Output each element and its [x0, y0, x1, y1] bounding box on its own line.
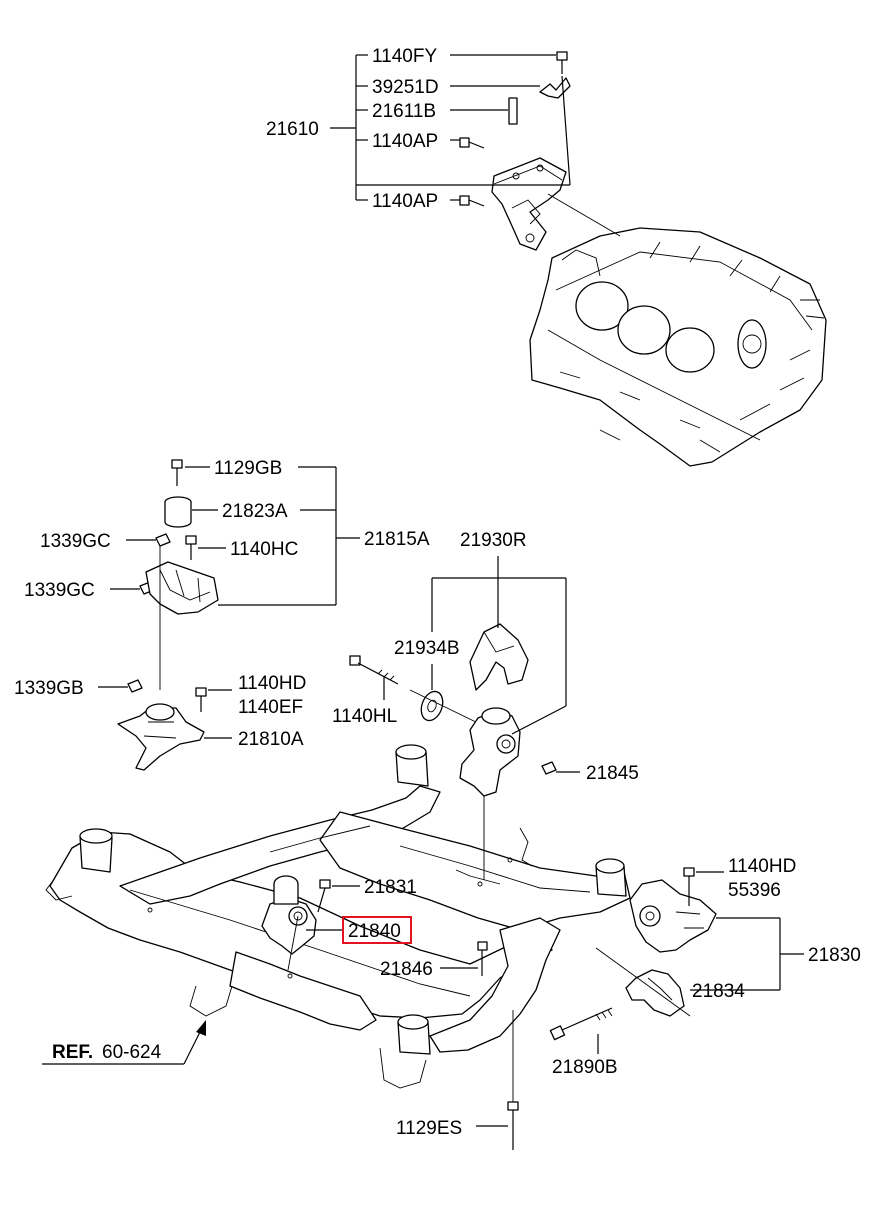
mount-21830-axis — [595, 947, 691, 1017]
label-39251D: 39251D — [372, 77, 439, 98]
bolt-1129GB — [171, 459, 183, 486]
label-1140HL: 1140HL — [332, 706, 397, 727]
label-1339GC-lower: 1339GC — [24, 580, 95, 601]
label-21810A: 21810A — [238, 729, 304, 750]
nut-21845 — [541, 761, 557, 775]
label-ref-number: 60-624 — [102, 1042, 162, 1063]
mount-21840-axis — [287, 915, 299, 971]
engine-block — [529, 227, 827, 467]
label-1140AP-upper: 1140AP — [372, 131, 438, 152]
label-21845: 21845 — [586, 763, 639, 784]
clip-39251D — [539, 77, 571, 99]
label-21846: 21846 — [380, 959, 433, 980]
washer-21934B — [420, 690, 444, 722]
leaders-21610-group — [330, 54, 571, 201]
subframe — [45, 744, 631, 1089]
label-21610: 21610 — [266, 119, 319, 140]
label-1140FY: 1140FY — [372, 46, 437, 67]
label-1129GB: 1129GB — [214, 458, 282, 479]
label-21840: 21840 — [348, 921, 401, 942]
label-1140HD-upper: 1140HD — [238, 673, 306, 694]
label-1140EF: 1140EF — [238, 697, 303, 718]
bracket-to-block-line — [547, 193, 621, 237]
nut-1339GB — [127, 679, 143, 693]
mount-21930R — [459, 707, 521, 797]
bracket-21815A — [145, 561, 219, 615]
bolt-1129ES — [507, 1101, 519, 1150]
label-1339GC-upper: 1339GC — [40, 531, 111, 552]
leaders-21815A-group — [98, 466, 360, 739]
bolt-1140HD-EF — [195, 687, 207, 712]
bolt-1140HC — [185, 535, 197, 560]
mount-21810A — [117, 703, 205, 771]
nut-1339GC-upper — [155, 533, 171, 547]
bushing-21823A — [164, 496, 192, 528]
leaders-21930R-group — [383, 556, 580, 773]
bolt-1140HL — [349, 655, 399, 685]
bolt-21890B — [549, 1007, 613, 1041]
highlight-box-21840 — [342, 916, 412, 944]
bracket-21834 — [625, 969, 685, 1017]
label-55396: 55396 — [728, 880, 781, 901]
cover-21930R — [469, 623, 529, 691]
label-21831: 21831 — [364, 877, 417, 898]
label-21611B: 21611B — [372, 101, 436, 122]
ref-leader — [42, 1020, 206, 1065]
bolt-1140AP-lower — [459, 195, 485, 207]
label-21834: 21834 — [692, 981, 745, 1002]
stud-21611B — [508, 97, 518, 125]
bolt-21831 — [317, 879, 331, 913]
label-21934B: 21934B — [394, 638, 460, 659]
bolt-axis-line — [409, 689, 481, 725]
label-21930R: 21930R — [460, 530, 527, 551]
mount-21840 — [261, 875, 317, 955]
bolt-1140HD-55396 — [683, 867, 695, 906]
bracket-21610 — [491, 157, 567, 251]
label-1140HC: 1140HC — [230, 539, 298, 560]
label-1339GB: 1339GB — [14, 678, 84, 699]
leaders-21830-group — [306, 871, 804, 1127]
bolt-21846 — [477, 941, 488, 976]
label-21890B: 21890B — [552, 1057, 618, 1078]
label-1140HD-lower: 1140HD — [728, 856, 796, 877]
label-21823A: 21823A — [222, 501, 288, 522]
label-1140AP-lower: 1140AP — [372, 191, 438, 212]
bolt-1140AP-upper — [459, 137, 485, 149]
mount-21830 — [629, 879, 717, 953]
label-1129ES: 1129ES — [396, 1118, 462, 1139]
label-ref-bold: REF. — [52, 1042, 93, 1063]
bolt-1140FY — [556, 51, 568, 74]
label-21830: 21830 — [808, 945, 861, 966]
label-21815A: 21815A — [364, 529, 430, 550]
